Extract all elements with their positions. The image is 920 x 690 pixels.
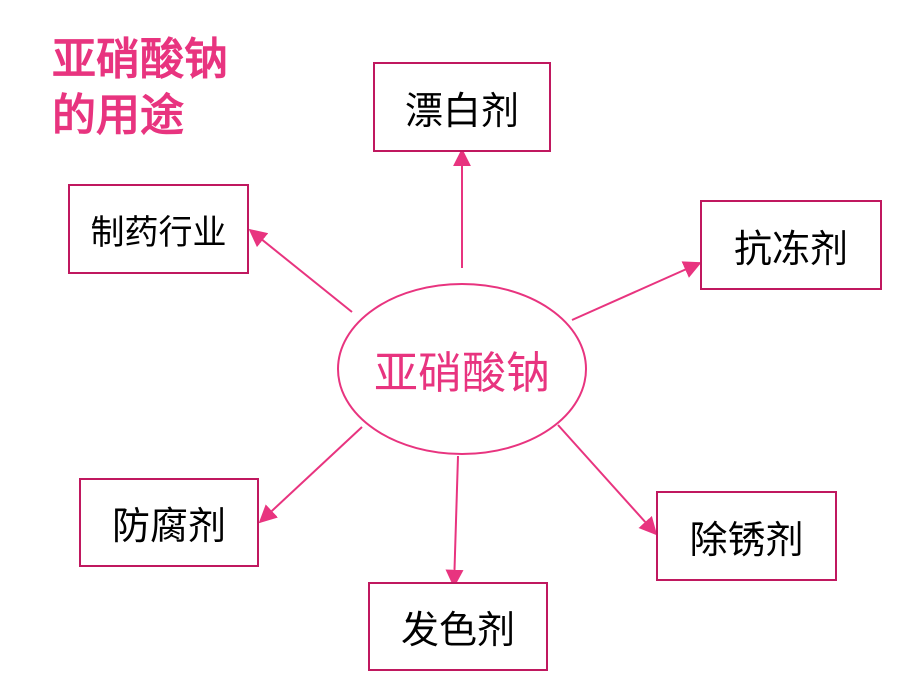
arrow-to-preservative xyxy=(258,426,363,524)
arrow-to-color-agent xyxy=(445,455,464,588)
page-title-line-2: 的用途 xyxy=(52,90,184,141)
node-bleach: 漂白剂 xyxy=(373,62,551,152)
node-color-agent: 发色剂 xyxy=(368,582,548,671)
arrow-to-rust-remover xyxy=(557,424,658,536)
arrow-to-pharma xyxy=(248,228,353,313)
page-title: 亚硝酸钠 的用途 xyxy=(52,32,228,144)
node-rust-remover: 除锈剂 xyxy=(656,491,837,581)
arrow-to-antifreeze xyxy=(571,261,702,321)
node-preservative: 防腐剂 xyxy=(79,478,259,567)
node-pharma: 制药行业 xyxy=(68,184,249,274)
page-title-line-1: 亚硝酸钠 xyxy=(52,34,228,85)
center-ellipse xyxy=(337,283,587,455)
node-antifreeze: 抗冻剂 xyxy=(700,200,882,290)
center-node-label: 亚硝酸钠 xyxy=(374,348,550,399)
